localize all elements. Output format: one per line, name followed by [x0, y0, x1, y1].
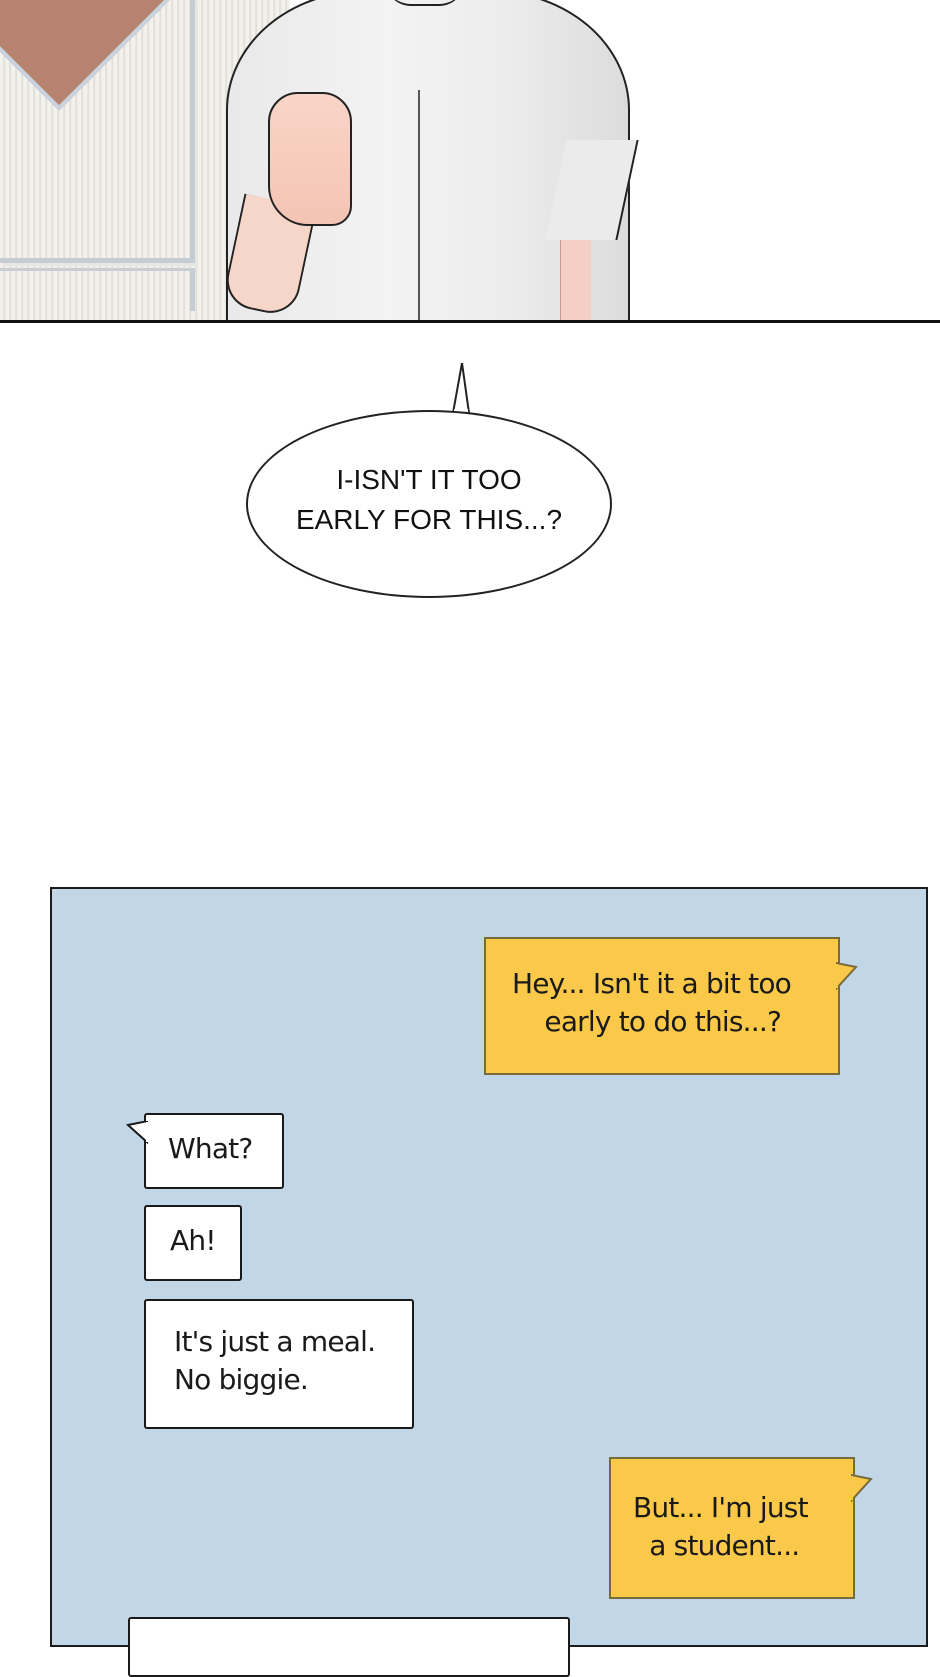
wall-frame: [0, 0, 195, 263]
neckline: [385, 0, 465, 6]
message-text: But... I'm just a student...: [633, 1491, 809, 1562]
message-text: Hey... Isn't it a bit too early to do th…: [512, 967, 792, 1038]
message-text: It's just a meal. No biggie.: [174, 1325, 376, 1396]
chat-message-sent: But... I'm just a student...: [609, 1457, 873, 1599]
speech-bubble: I-ISN'T IT TOO EARLY FOR THIS...?: [246, 410, 612, 598]
character-arm: [560, 240, 591, 320]
comic-panel-top: [0, 0, 940, 321]
chat-message-received-partial: [128, 1617, 570, 1677]
bubble-tail-right: [851, 1473, 873, 1503]
chat-message-received: Ah!: [144, 1205, 242, 1281]
speech-bubble-tail: [451, 363, 471, 413]
chat-message-received: It's just a meal. No biggie.: [144, 1299, 414, 1429]
bubble-tail-right: [836, 961, 858, 991]
bubble-tail-left: [126, 1121, 148, 1145]
message-text: What?: [168, 1132, 253, 1165]
speech-bubble-text: I-ISN'T IT TOO EARLY FOR THIS...?: [295, 464, 563, 535]
panel-divider: [0, 320, 940, 323]
raised-hand: [268, 92, 352, 226]
chat-panel: Hey... Isn't it a bit too early to do th…: [50, 887, 928, 1677]
message-text: Ah!: [170, 1224, 217, 1257]
shirt-fold-line: [418, 90, 420, 320]
chat-message-sent: Hey... Isn't it a bit too early to do th…: [484, 937, 858, 1075]
chat-message-received: What?: [126, 1113, 284, 1189]
wall-frame-lower: [0, 268, 195, 311]
